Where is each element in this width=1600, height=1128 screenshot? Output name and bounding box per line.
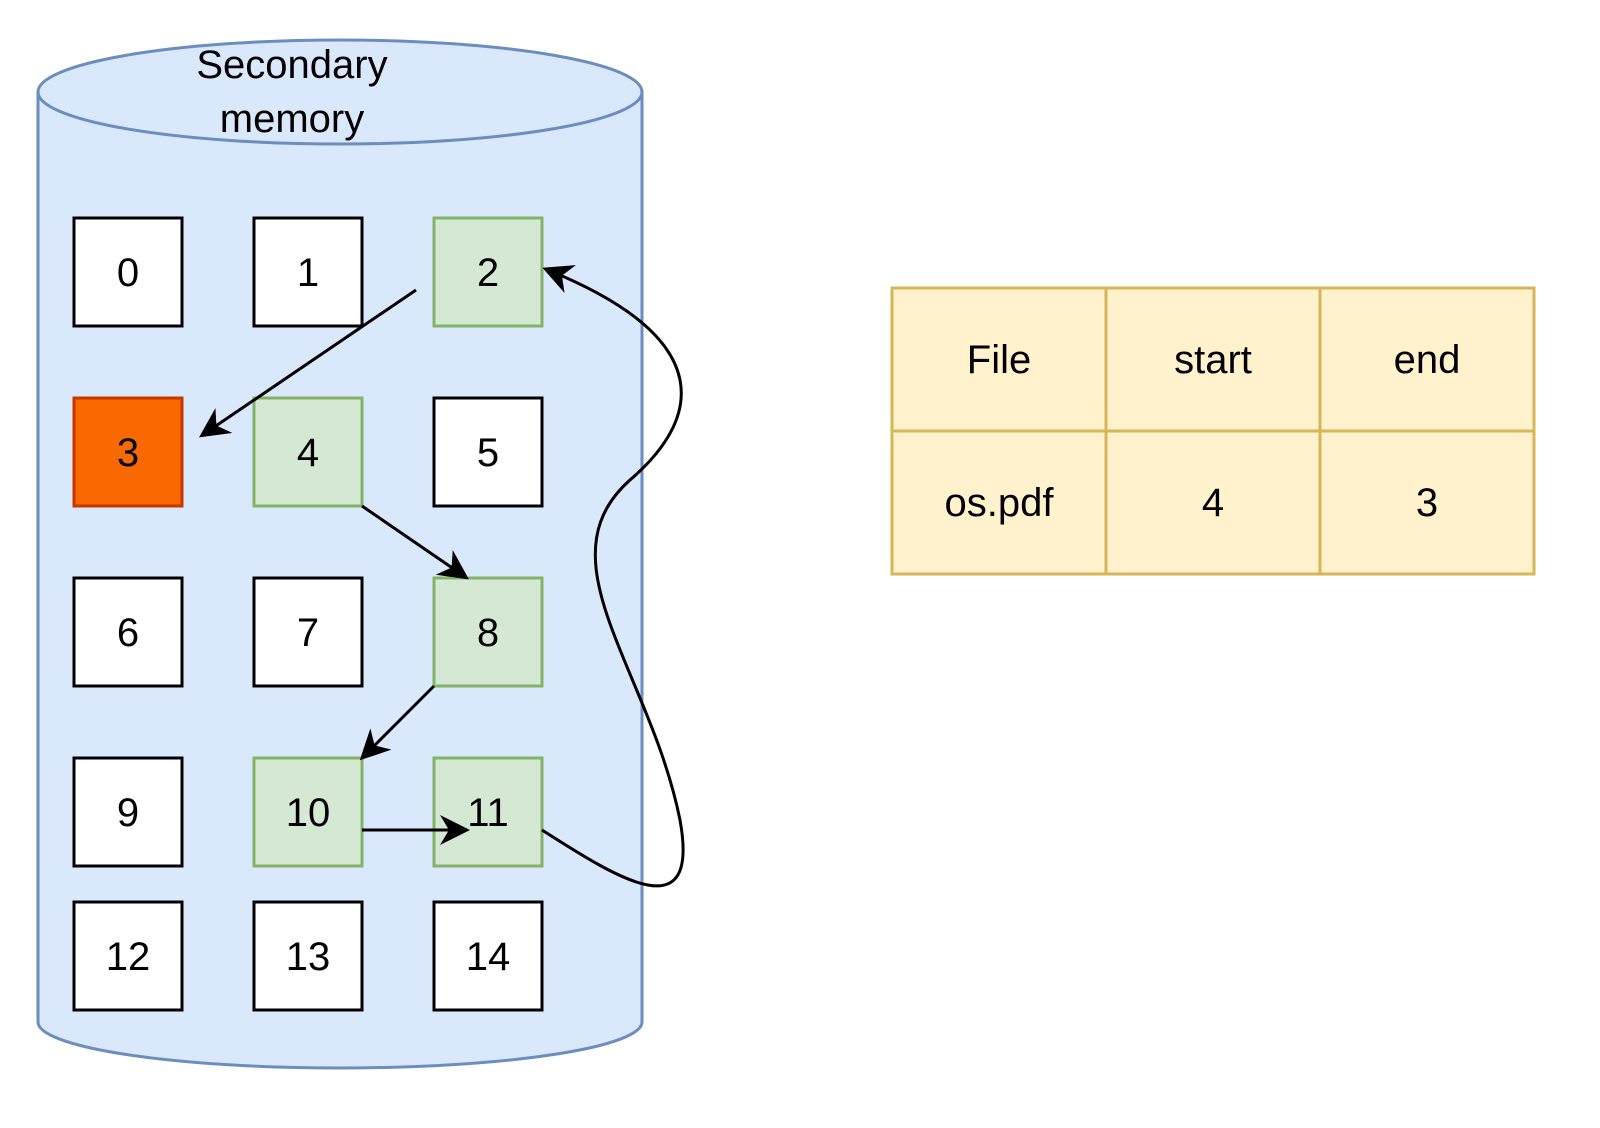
block-13: 13 [252, 900, 364, 1012]
block-12: 12 [72, 900, 184, 1012]
block-9: 9 [72, 756, 184, 868]
block-1-label: 1 [297, 251, 319, 295]
block-0-label: 0 [117, 251, 139, 295]
file-allocation-table: File start end os.pdf 4 3 [890, 286, 1536, 576]
link-arrow-2-to-3 [199, 288, 417, 438]
block-5: 5 [432, 396, 544, 508]
table-cell-end [1318, 429, 1536, 576]
block-8: 8 [432, 576, 544, 688]
block-7: 7 [252, 576, 364, 688]
block-1: 1 [252, 216, 364, 328]
memory-title-line2: memory [220, 97, 364, 141]
block-12-box [72, 900, 184, 1012]
table-cell-file [890, 429, 1108, 576]
table-cell-start [1104, 429, 1322, 576]
block-13-box [252, 900, 364, 1012]
table-header-end: end [1394, 338, 1461, 382]
link-arrow-8-to-10 [359, 684, 436, 761]
block-7-label: 7 [297, 611, 319, 655]
link-arrow-11-to-2 [541, 265, 685, 888]
block-13-label: 13 [286, 935, 331, 979]
block-14: 14 [432, 900, 544, 1012]
block-14-box [432, 900, 544, 1012]
block-0: 0 [72, 216, 184, 328]
block-3-box [72, 396, 184, 508]
block-12-label: 12 [106, 935, 151, 979]
block-9-label: 9 [117, 791, 139, 835]
cylinder-top [36, 38, 644, 146]
block-5-label: 5 [477, 431, 499, 475]
block-2-box [432, 216, 544, 328]
block-6-box [72, 576, 184, 688]
table-cell-header-start [1104, 286, 1322, 433]
block-11: 11 [432, 756, 544, 868]
block-4: 4 [252, 396, 364, 508]
block-8-label: 8 [477, 611, 499, 655]
block-4-box [252, 396, 364, 508]
memory-title-line1: Secondary [196, 43, 387, 87]
block-5-box [432, 396, 544, 508]
block-3-label: 3 [117, 431, 139, 475]
block-3: 3 [72, 396, 184, 508]
block-2: 2 [432, 216, 544, 328]
link-arrow-4-to-8 [361, 504, 469, 580]
block-7-box [252, 576, 364, 688]
table-cell-header-file [890, 286, 1108, 433]
block-11-label: 11 [467, 791, 509, 835]
block-8-box [432, 576, 544, 688]
block-2-label: 2 [477, 251, 499, 295]
table-value-start: 4 [1202, 481, 1224, 525]
block-4-label: 4 [297, 431, 319, 475]
block-10-label: 10 [286, 791, 331, 835]
block-9-box [72, 756, 184, 868]
table-header-start: start [1174, 338, 1252, 382]
block-6: 6 [72, 576, 184, 688]
table-header-file: File [967, 338, 1031, 382]
block-10: 10 [252, 756, 364, 868]
block-6-label: 6 [117, 611, 139, 655]
block-0-box [72, 216, 184, 328]
block-1-box [252, 216, 364, 328]
table-value-end: 3 [1416, 481, 1438, 525]
block-14-label: 14 [466, 935, 511, 979]
table-value-file: os.pdf [945, 481, 1055, 525]
block-11-box [432, 756, 544, 868]
block-links [199, 265, 685, 888]
block-10-box [252, 756, 364, 868]
table-cell-header-end [1318, 286, 1536, 433]
